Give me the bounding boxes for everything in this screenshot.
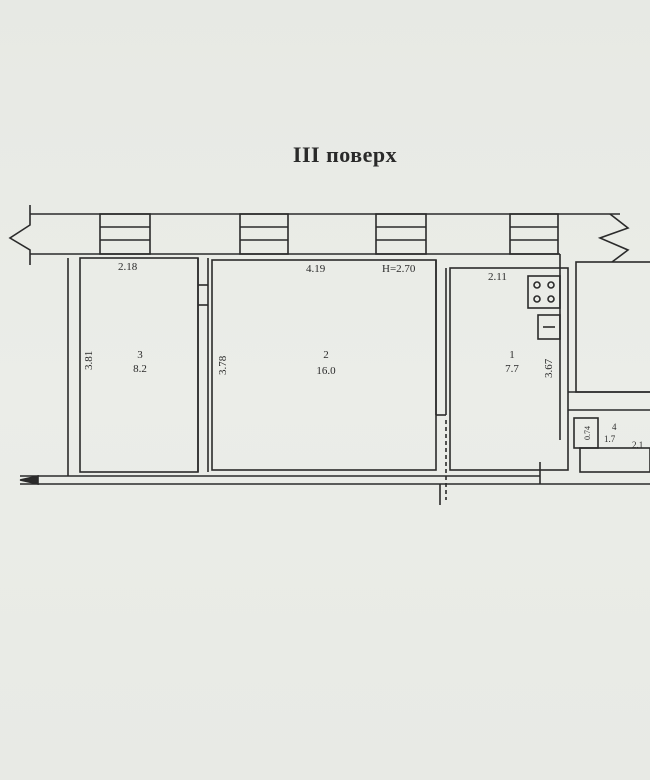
arrow-icon — [19, 475, 39, 485]
break-symbol-left — [8, 205, 31, 265]
room-4-extra: 2.1 — [632, 440, 643, 450]
room-2-area: 16.0 — [316, 365, 336, 377]
room-3-area: 8.2 — [133, 363, 147, 375]
room-4-area: 1.7 — [604, 434, 616, 444]
room-2-depth: 3.78 — [217, 355, 229, 375]
room-3-depth: 3.81 — [83, 351, 95, 370]
window-1 — [99, 213, 151, 255]
room-3-width: 2.18 — [118, 261, 138, 273]
window-3 — [375, 213, 427, 255]
room-2-height: H=2.70 — [382, 263, 416, 275]
sink-icon — [537, 314, 561, 340]
room-4-number: 4 — [612, 422, 617, 432]
floor-title: III поверх — [292, 142, 398, 167]
room-3-number: 3 — [137, 349, 143, 361]
adjacent-room-outline — [575, 261, 650, 393]
window-2 — [239, 213, 289, 255]
stove-icon — [527, 275, 561, 309]
room-1-area: 7.7 — [505, 363, 519, 375]
room-4-width: 0.74 — [583, 426, 592, 440]
room-1-depth: 3.67 — [543, 358, 555, 378]
room-1-width: 2.11 — [488, 271, 507, 283]
window-4 — [509, 213, 559, 255]
room-2-number: 2 — [323, 349, 329, 361]
break-symbol-right — [597, 213, 630, 263]
room-1-outline — [449, 267, 569, 471]
room-1-number: 1 — [509, 349, 515, 361]
room-2-width: 4.19 — [306, 263, 326, 275]
